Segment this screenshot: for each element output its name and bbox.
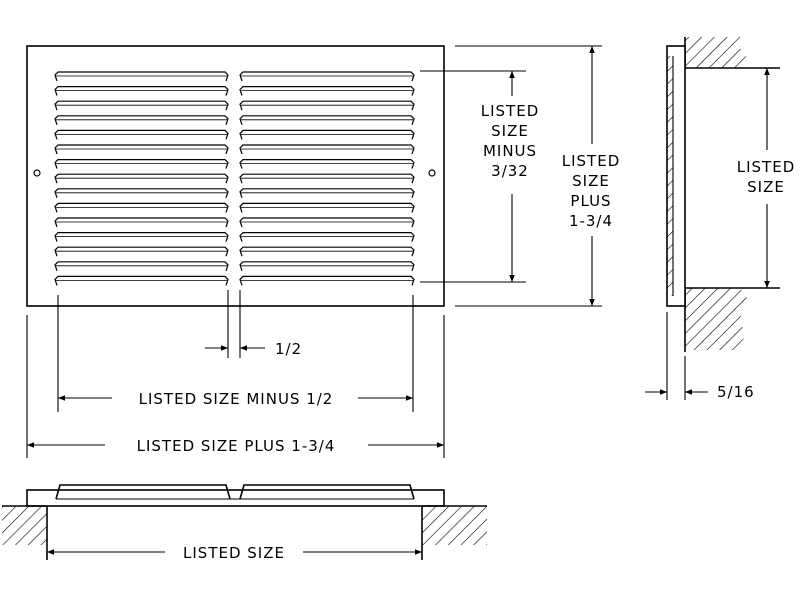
dimension-height-outer: LISTED SIZE PLUS 1-3/4 [455, 45, 621, 307]
louver-slat [54, 261, 229, 271]
louver-slat [239, 144, 415, 155]
louver-slat [239, 275, 415, 286]
louver-slat [54, 129, 229, 140]
louver-slat [239, 159, 415, 169]
thickness-label: 5/16 [717, 383, 755, 401]
louver-slat [54, 188, 229, 198]
height-outer-label-line1: LISTED [562, 152, 621, 170]
louver-slat [54, 115, 229, 125]
side-view: 5/16 LISTED SIZE [645, 37, 796, 401]
grille-bottom-frame [26, 489, 445, 507]
side-listed-size-line1: LISTED [737, 158, 796, 176]
louver-slat [54, 144, 229, 155]
louver-slat [239, 202, 415, 213]
screw-hole-left [33, 169, 41, 177]
gap-label: 1/2 [275, 340, 302, 358]
louver-slat [239, 232, 415, 242]
bottom-listed-size-label: LISTED SIZE [183, 544, 285, 562]
screw-hole-right [428, 169, 436, 177]
extension-lines-front [26, 290, 445, 458]
height-inner-label-line2: SIZE [491, 122, 529, 140]
louver-slat [54, 86, 229, 96]
height-outer-label-line2: SIZE [572, 172, 610, 190]
louver-slat [239, 217, 415, 228]
height-outer-label-line4: 1-3/4 [569, 212, 613, 230]
louver-slat [54, 71, 229, 82]
louver-slat [54, 232, 229, 242]
dimension-gap: 1/2 [205, 340, 302, 358]
louver-slat [54, 173, 229, 184]
width-inner-label: LISTED SIZE MINUS 1/2 [139, 390, 334, 408]
louver-slat [239, 71, 415, 82]
louver-slat [239, 86, 415, 96]
louver-slat [239, 188, 415, 198]
louver-bank-left [54, 71, 229, 286]
height-inner-label-line3: MINUS [483, 142, 537, 160]
louver-slat [239, 100, 415, 111]
louver-slat [239, 261, 415, 271]
louver-bank-right [239, 71, 415, 286]
dimension-width-outer: LISTED SIZE PLUS 1-3/4 [27, 437, 444, 455]
height-inner-label-line4: 3/32 [491, 162, 529, 180]
louver-slat [54, 217, 229, 228]
louver-slat [54, 202, 229, 213]
width-outer-label: LISTED SIZE PLUS 1-3/4 [137, 437, 336, 455]
louver-slat [54, 159, 229, 169]
bottom-view: LISTED SIZE [2, 484, 487, 562]
louver-slat [239, 246, 415, 257]
louver-slat [239, 173, 415, 184]
height-outer-label-line3: PLUS [570, 192, 611, 210]
louver-slat [239, 129, 415, 140]
louver-slat [54, 100, 229, 111]
dimension-height-inner: LISTED SIZE MINUS 3/32 [420, 70, 540, 283]
grille-frame [26, 45, 445, 307]
louver-slat [239, 115, 415, 125]
louver-slat [54, 275, 229, 286]
front-view [26, 45, 445, 307]
height-inner-label-line1: LISTED [481, 102, 540, 120]
louver-slat [54, 246, 229, 257]
dimension-width-inner: LISTED SIZE MINUS 1/2 [58, 390, 413, 408]
side-listed-size-line2: SIZE [747, 178, 785, 196]
